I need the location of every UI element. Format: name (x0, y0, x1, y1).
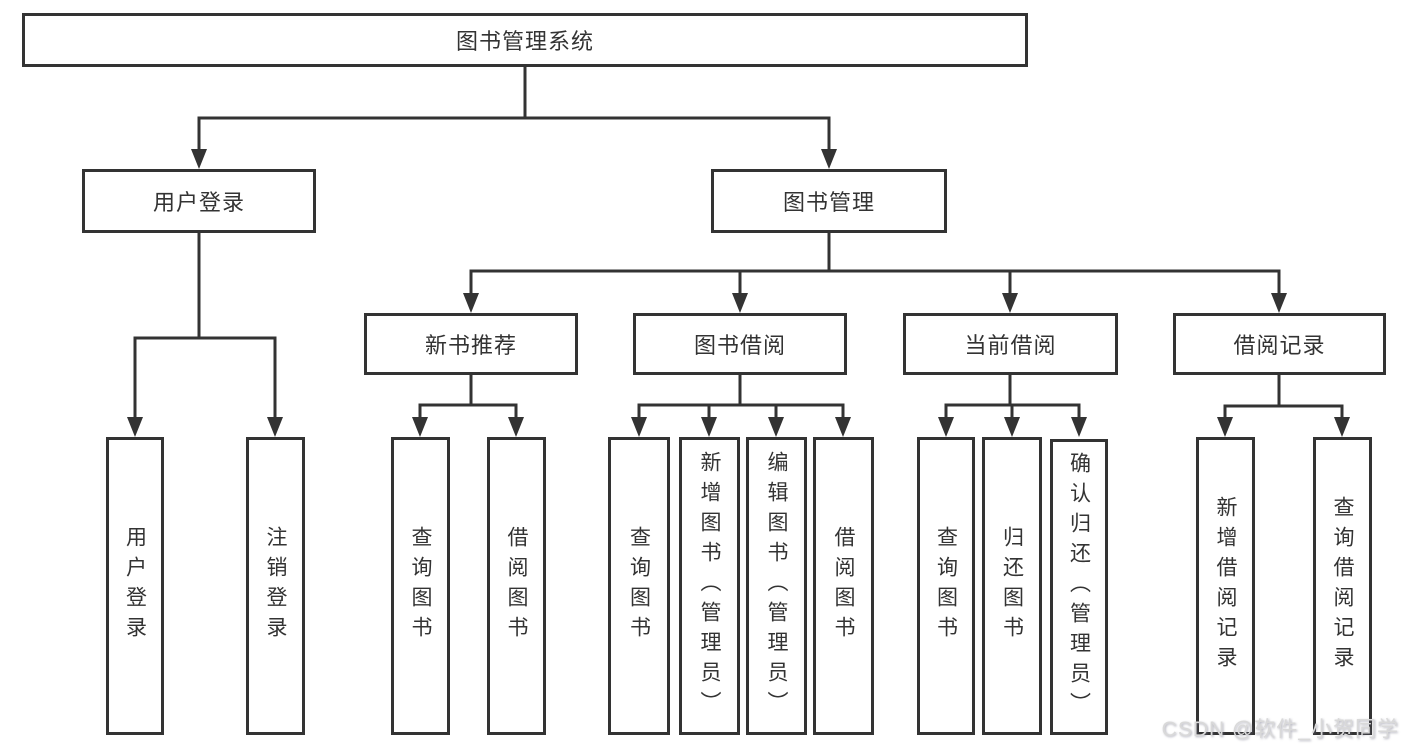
leaf-user-login-label: 用户登录 (123, 526, 147, 646)
node-root-label: 图书管理系统 (455, 29, 594, 54)
leaf-add-borrow-record-label: 新增借阅记录 (1214, 496, 1237, 676)
node-user-login: 用户登录 (82, 169, 316, 233)
leaf-borrow-books-borrow-label: 借阅图书 (832, 526, 855, 646)
node-new-book-recommend-label: 新书推荐 (424, 333, 517, 358)
leaf-add-books-admin-label: 新增图书（管理员） (698, 451, 721, 721)
leaf-confirm-return-admin-label: 确认归还（管理员） (1067, 452, 1091, 722)
connector-user-login-to-leaves (127, 231, 283, 437)
leaf-user-login: 用户登录 (106, 437, 164, 735)
node-root: 图书管理系统 (22, 13, 1028, 67)
leaf-borrow-books-recommend: 借阅图书 (487, 437, 546, 735)
leaf-edit-books-admin: 编辑图书（管理员） (746, 437, 807, 735)
leaf-query-books-current: 查询图书 (917, 437, 975, 735)
leaf-add-books-admin: 新增图书（管理员） (679, 437, 740, 735)
leaf-edit-books-admin-label: 编辑图书（管理员） (765, 451, 788, 721)
node-current-borrow: 当前借阅 (903, 313, 1118, 375)
leaf-confirm-return-admin: 确认归还（管理员） (1050, 439, 1108, 735)
leaf-query-books-current-label: 查询图书 (934, 526, 958, 646)
connector-root-to-level2 (191, 65, 837, 169)
node-new-book-recommend: 新书推荐 (364, 313, 578, 375)
connector-current-borrow-to-leaves (938, 373, 1087, 437)
connector-book-borrow-to-leaves (631, 373, 851, 437)
leaf-query-books-borrow-label: 查询图书 (627, 526, 651, 646)
leaf-logout: 注销登录 (246, 437, 305, 735)
node-current-borrow-label: 当前借阅 (964, 333, 1057, 358)
node-book-management: 图书管理 (711, 169, 947, 233)
leaf-return-books: 归还图书 (982, 437, 1042, 735)
leaf-borrow-books-recommend-label: 借阅图书 (505, 526, 528, 646)
node-book-management-label: 图书管理 (782, 190, 875, 215)
connector-borrow-records-to-leaves (1217, 373, 1350, 437)
node-book-borrow: 图书借阅 (633, 313, 847, 375)
leaf-logout-label: 注销登录 (264, 526, 287, 646)
leaf-return-books-label: 归还图书 (1000, 526, 1024, 646)
leaf-add-borrow-record: 新增借阅记录 (1196, 437, 1255, 735)
leaf-borrow-books-borrow: 借阅图书 (813, 437, 874, 735)
connector-book-management-to-level3 (463, 231, 1287, 313)
leaf-query-borrow-record-label: 查询借阅记录 (1331, 496, 1354, 676)
node-borrow-records-label: 借阅记录 (1233, 333, 1326, 358)
leaf-query-books-recommend: 查询图书 (391, 437, 450, 735)
leaf-query-books-borrow: 查询图书 (608, 437, 670, 735)
leaf-query-books-recommend-label: 查询图书 (409, 526, 432, 646)
leaf-query-borrow-record: 查询借阅记录 (1313, 437, 1372, 735)
node-borrow-records: 借阅记录 (1173, 313, 1386, 375)
node-user-login-label: 用户登录 (152, 190, 245, 215)
node-book-borrow-label: 图书借阅 (693, 333, 786, 358)
connector-new-book-recommend-to-leaves (412, 373, 524, 437)
